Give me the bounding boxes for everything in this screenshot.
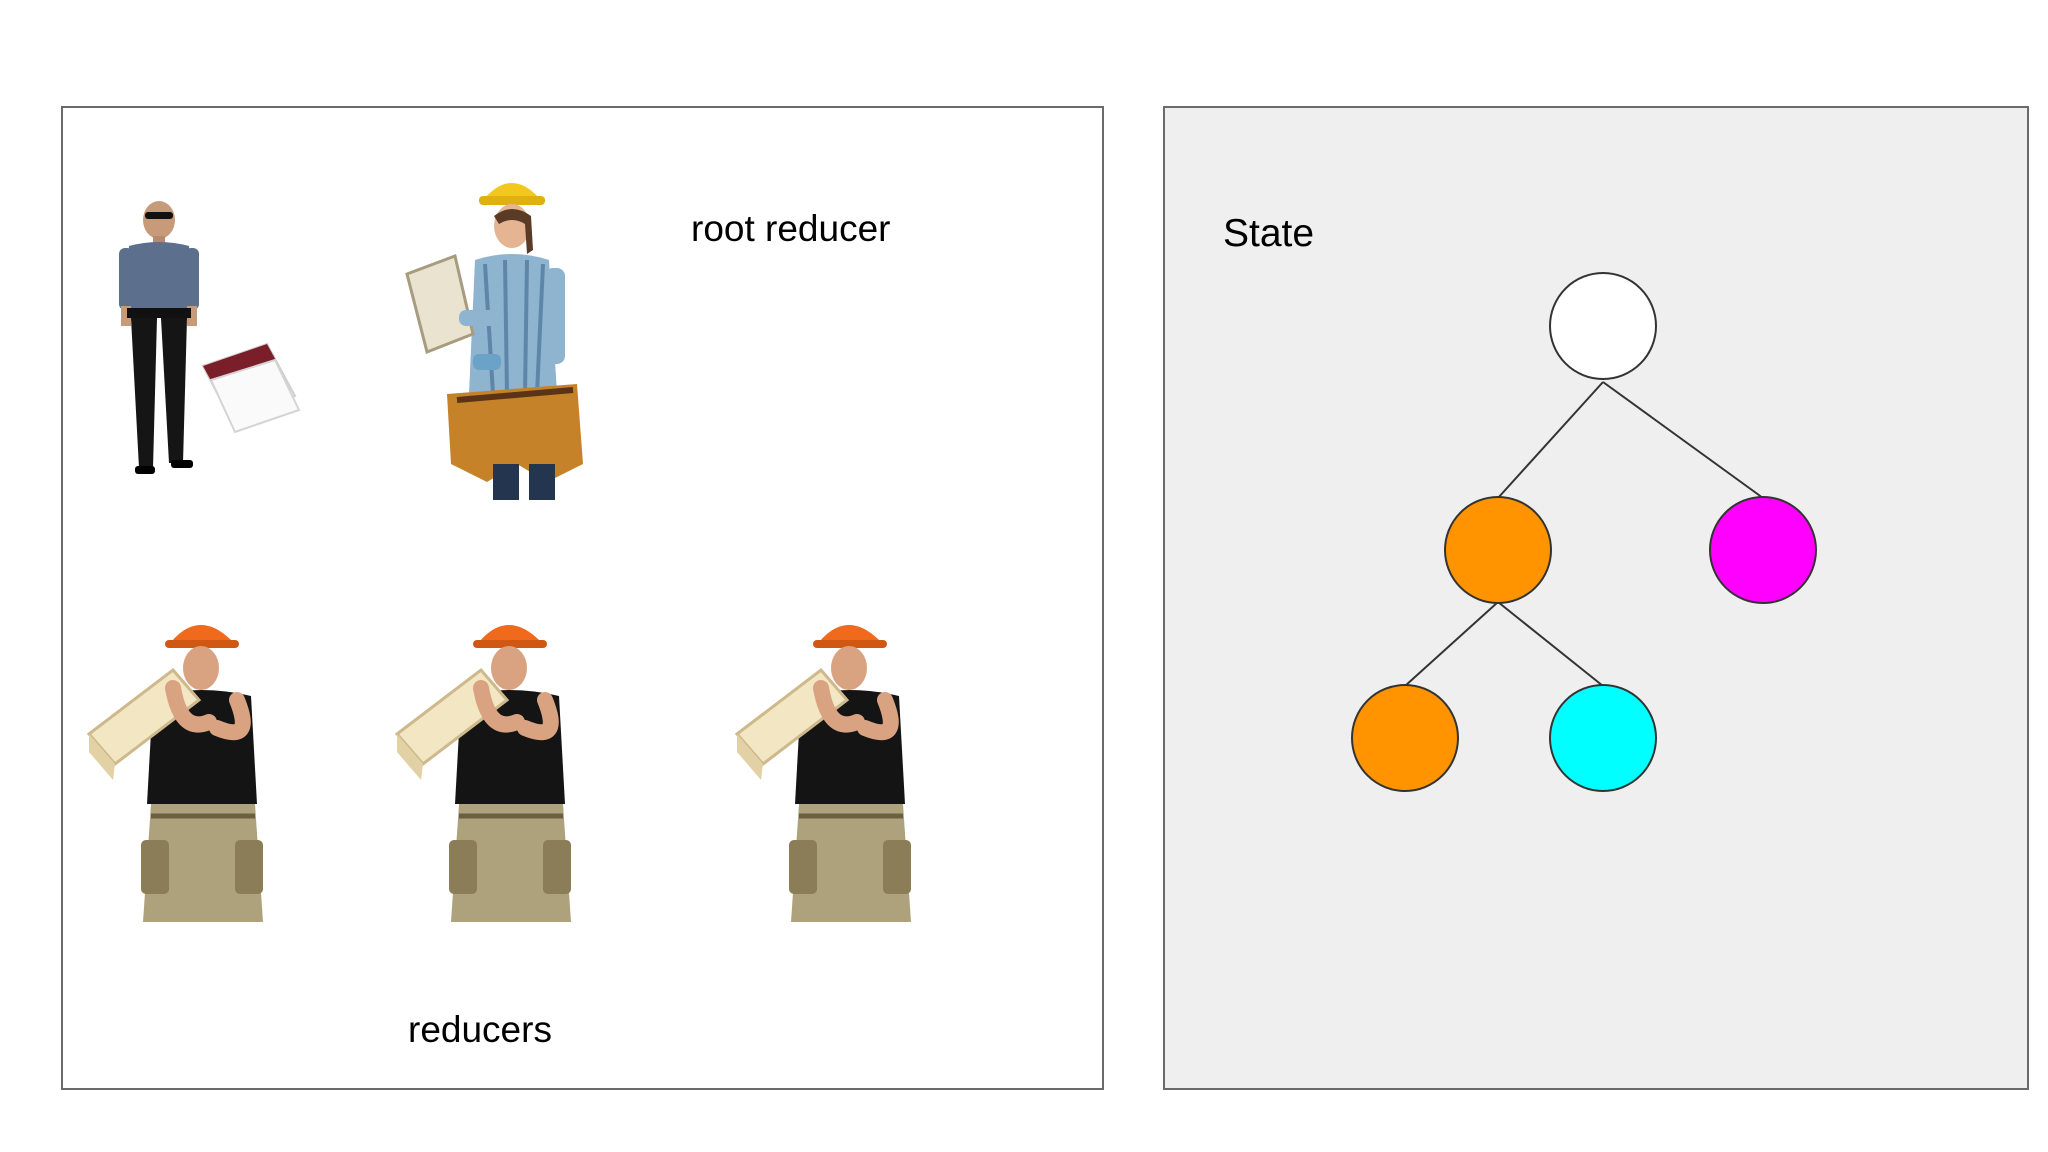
worker-figure <box>86 625 263 922</box>
tree-edge-left-leftchild <box>1404 601 1499 687</box>
state-label: State <box>1223 212 1315 255</box>
reducers-panel: root reducer reducers <box>61 106 1104 1090</box>
security-guard-figure <box>119 201 199 474</box>
worker-figure <box>394 625 571 922</box>
reducers-label: reducers <box>408 1009 552 1050</box>
root-reducer-label: root reducer <box>691 208 891 249</box>
state-tree <box>1351 272 1817 792</box>
tree-edge-left-rightchild <box>1497 601 1604 687</box>
orange-leaf-state-node <box>1351 684 1459 792</box>
root-state-node <box>1549 272 1657 380</box>
tree-edge-root-left <box>1497 381 1604 499</box>
magenta-state-node <box>1709 496 1817 604</box>
worker-figure <box>734 625 911 922</box>
supervisor-figure <box>405 183 583 500</box>
tree-edge-root-right <box>1602 381 1764 499</box>
state-panel: State <box>1163 106 2029 1090</box>
id-card-icon <box>201 342 301 434</box>
cyan-leaf-state-node <box>1549 684 1657 792</box>
orange-state-node <box>1444 496 1552 604</box>
